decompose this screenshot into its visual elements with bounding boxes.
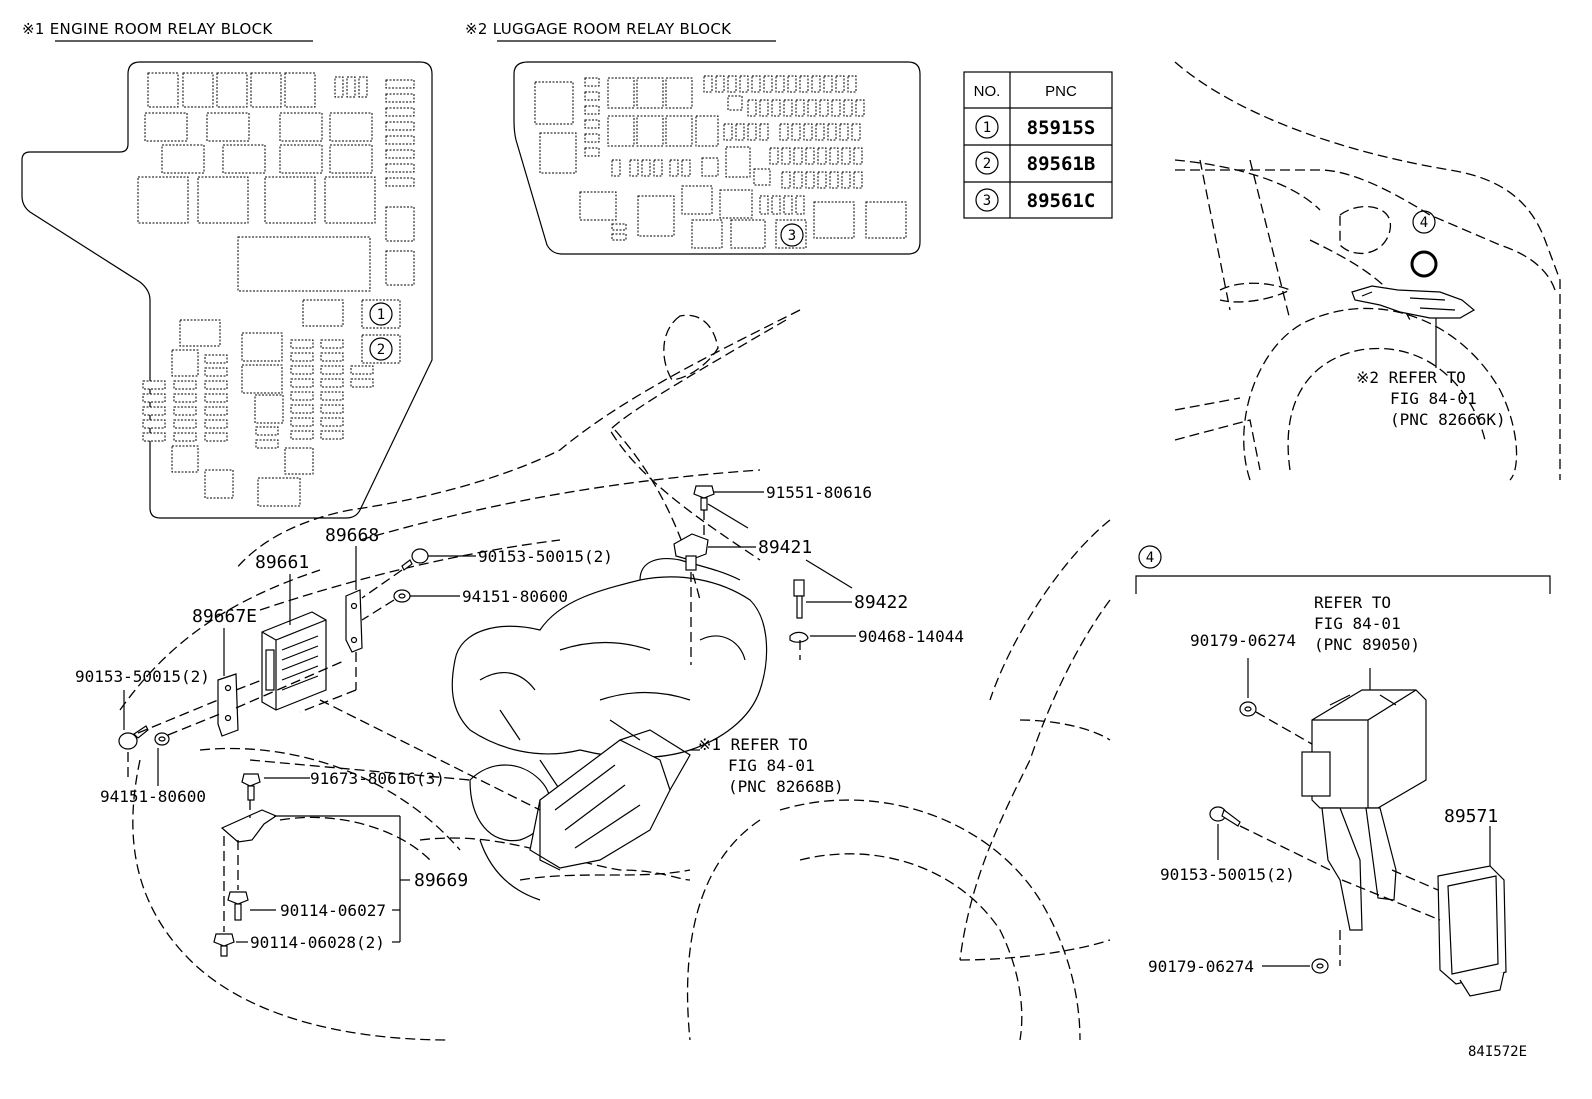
bracket-89667e [217, 673, 239, 737]
label-90153-50015-left: 90153-50015(2) [75, 667, 210, 686]
pnc-table: NO. PNC 1 85915S 2 89561B 3 89561C [963, 71, 1113, 219]
detail-refer-line1: REFER TO [1314, 593, 1391, 612]
detail-callout-4: 4 [1146, 550, 1154, 566]
ecu-89661 [261, 611, 327, 711]
label-90153-50015-detail: 90153-50015(2) [1160, 865, 1295, 884]
bracket-89669 [220, 809, 278, 843]
callout-2: 2 [377, 342, 385, 358]
label-89669: 89669 [414, 870, 468, 891]
detail-refer-line2: FIG 84-01 [1314, 614, 1401, 633]
luggage-room-relay-block: ※2 LUGGAGE ROOM RELAY BLOCK [465, 20, 921, 255]
bolt-90153-top-icon [401, 548, 429, 571]
rear-refer-line1: ※2 REFER TO [1356, 368, 1466, 387]
label-89571: 89571 [1444, 806, 1498, 827]
engine-fuse-cells [137, 72, 415, 507]
rear-vehicle-view: 4 ※2 REFER TO FIG 84-01 (PNC 82666K) [1174, 61, 1561, 481]
label-94151-80600-left: 94151-80600 [100, 787, 206, 806]
rear-refer-line3: (PNC 82666K) [1390, 410, 1506, 429]
pnc-row-2-no: 2 [983, 156, 991, 172]
label-94151-80600-top: 94151-80600 [462, 587, 568, 606]
sensor-89422 [789, 579, 809, 643]
callout-3: 3 [788, 228, 796, 244]
engine-relay-block-part [529, 729, 691, 871]
rear-refer-line2: FIG 84-01 [1390, 389, 1477, 408]
leader-lines [123, 491, 856, 943]
figure-id: 84I572E [1468, 1044, 1527, 1060]
label-90179-06274-top: 90179-06274 [1190, 631, 1296, 650]
luggage-room-relay-block-title: ※2 LUGGAGE ROOM RELAY BLOCK [465, 20, 732, 38]
pnc-row-1-pnc: 85915S [1027, 117, 1096, 139]
pnc-table-header-pnc: PNC [1045, 83, 1077, 100]
engine-room-relay-block-title: ※1 ENGINE ROOM RELAY BLOCK [22, 20, 273, 38]
label-89668: 89668 [325, 525, 379, 546]
label-90468-14044: 90468-14044 [858, 627, 964, 646]
pnc-table-header-no: NO. [974, 83, 1001, 100]
bolt-90153-left-icon [118, 725, 149, 750]
engine-assembly [451, 558, 768, 901]
refer1-line2: FIG 84-01 [728, 756, 815, 775]
rear-callout-4: 4 [1420, 215, 1428, 231]
detail-refer-line3: (PNC 89050) [1314, 635, 1420, 654]
bolt-90153-detail-icon [1209, 806, 1241, 827]
pnc-row-1-no: 1 [983, 120, 991, 136]
bolt-91551-icon [693, 485, 715, 511]
nut-94151-top-icon [393, 589, 411, 603]
label-89421: 89421 [758, 537, 812, 558]
label-89422: 89422 [854, 592, 908, 613]
bracket-89668 [345, 589, 363, 653]
callout-1: 1 [377, 307, 385, 323]
main-labels: 91551-80616 89421 89422 90468-14044 9015… [75, 483, 964, 952]
label-91673-80616: 91673-80616(3) [310, 769, 445, 788]
nut-90179-bottom-icon [1311, 958, 1329, 974]
nut-94151-left-icon [154, 732, 170, 746]
nut-90179-top-icon [1239, 701, 1257, 717]
pnc-row-3-no: 3 [983, 193, 991, 209]
refer1-line3: (PNC 82668B) [728, 777, 844, 796]
label-90179-06274-bottom: 90179-06274 [1148, 957, 1254, 976]
bolt-91673-icon [241, 773, 261, 801]
luggage-fuse-cells [534, 75, 907, 249]
pnc-row-3-pnc: 89561C [1027, 190, 1096, 212]
sensor-89421 [673, 533, 709, 571]
bolt-90114-06028-icon [213, 933, 235, 957]
label-89667e: 89667E [192, 606, 257, 627]
label-90114-06027: 90114-06027 [280, 901, 386, 920]
front-vehicle-view [119, 309, 1111, 1041]
label-90114-06028: 90114-06028(2) [250, 933, 385, 952]
label-91551-80616: 91551-80616 [766, 483, 872, 502]
detail-4: 4 [1135, 545, 1551, 997]
label-90153-50015-top: 90153-50015(2) [478, 547, 613, 566]
refer1-line1: ※1 REFER TO [698, 735, 808, 754]
label-89661: 89661 [255, 552, 309, 573]
bolt-90114-06027-icon [227, 891, 249, 921]
pnc-row-2-pnc: 89561B [1027, 153, 1096, 175]
engine-room-relay-block: ※1 ENGINE ROOM RELAY BLOCK [21, 20, 433, 519]
